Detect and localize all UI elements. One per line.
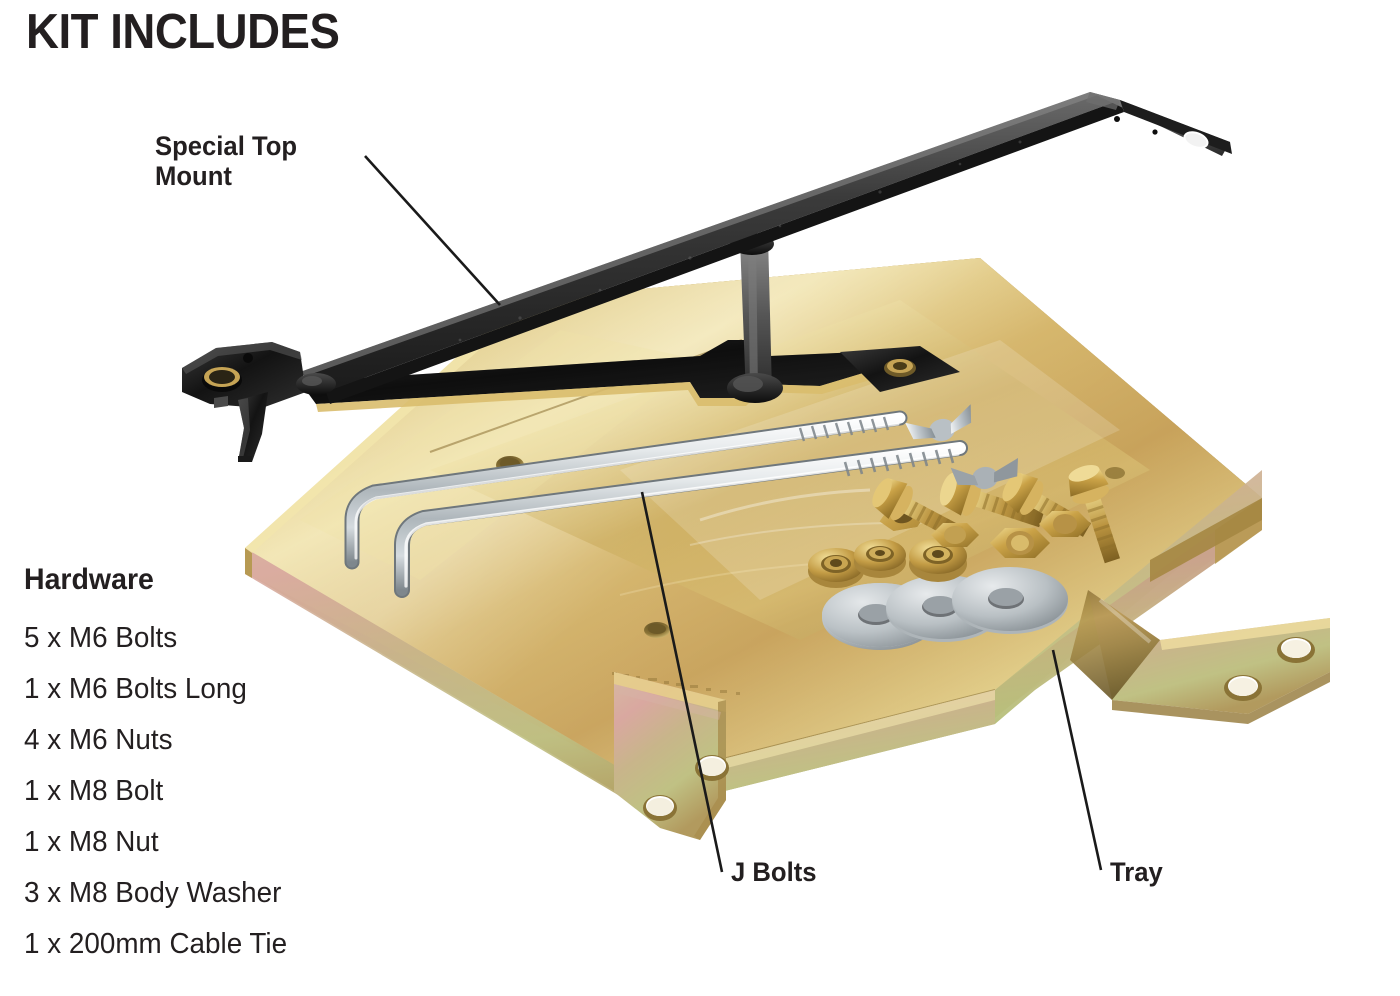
hardware-pile <box>808 404 1121 650</box>
hardware-list-item: 1 x M8 Nut <box>24 826 159 858</box>
wing-nut-group <box>905 404 1019 490</box>
hardware-list: 5 x M6 Bolts 1 x M6 Bolts Long 4 x M6 Nuts… <box>24 613 364 970</box>
body-washer-group <box>822 567 1068 650</box>
callout-j-bolts: J Bolts <box>731 857 817 887</box>
hardware-list-item: 1 x 200mm Cable Tie <box>24 928 288 960</box>
callout-label-line1: Special Top <box>155 131 298 161</box>
hardware-list-item: 5 x M6 Bolts <box>24 622 178 654</box>
tray-center-foot <box>614 672 729 840</box>
flange-bolt-group <box>872 464 1121 564</box>
callout-tray: Tray <box>1110 857 1163 887</box>
leader-line-special-top-mount <box>364 155 501 306</box>
hardware-list-item: 1 x M6 Bolts Long <box>24 673 247 705</box>
hardware-list-item: 1 x M8 Bolt <box>24 775 164 807</box>
hardware-list-item: 3 x M8 Body Washer <box>24 877 282 909</box>
leader-line-j-bolts <box>640 491 724 873</box>
callout-special-top-mount: Special Top Mount <box>155 131 374 191</box>
tray-right-foot <box>1070 590 1330 724</box>
hardware-heading: Hardware <box>24 563 154 596</box>
hardware-list-item: 4 x M6 Nuts <box>24 724 173 756</box>
callout-leader-lines <box>364 155 1103 873</box>
leader-line-tray <box>1051 649 1103 871</box>
top-mount-left-plate <box>182 342 306 462</box>
callout-label-line2: Mount <box>155 161 232 192</box>
page-title: KIT INCLUDES <box>26 5 340 59</box>
j-bolt-group <box>344 410 968 598</box>
